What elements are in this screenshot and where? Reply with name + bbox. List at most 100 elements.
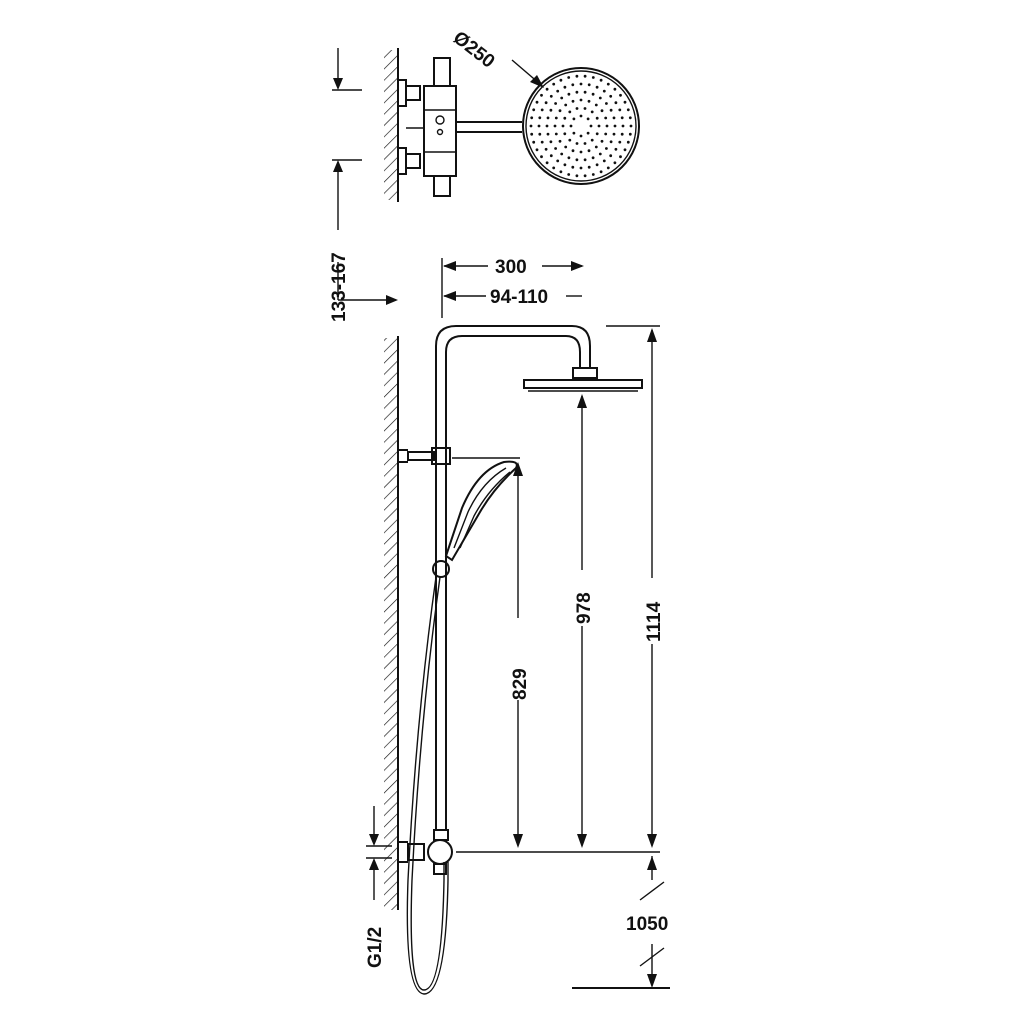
slider-holder [432,560,450,578]
nozzle-dot [587,83,591,87]
nozzle-dot [618,140,622,144]
nozzle-dot [546,132,550,136]
arm-projection-dimension: 300 [441,257,584,318]
nozzle-dot [613,87,617,91]
side-view [384,325,643,995]
nozzle-dot [567,92,571,96]
nozzle-dot [535,100,539,104]
nozzle-dot [549,154,553,158]
holder-height-label: 829 [510,668,531,700]
nozzle-dot [568,138,572,142]
nozzle-dot [595,163,599,167]
nozzle-dot [594,103,598,107]
nozzle-dot [583,74,587,78]
nozzle-dot [604,116,608,120]
nozzle-dot [575,142,579,145]
nozzle-dot [629,124,633,128]
nozzle-dot [545,87,549,91]
nozzle-dot [586,117,590,121]
nozzle-dot [530,116,534,120]
bar-offset-dimension: 94-110 [443,287,582,308]
nozzle-dot [567,76,571,79]
nozzle-dot [619,93,622,97]
nozzle-dot [614,147,618,151]
nozzle-dot [620,132,624,136]
nozzle-dot [604,132,608,136]
nozzle-dot [544,101,548,105]
nozzle-dot [599,170,603,174]
nozzle-dot [579,98,583,102]
nozzle-dot [564,103,568,107]
nozzle-dot [628,116,632,120]
nozzle-dot [606,166,610,170]
nozzle-dot [572,117,576,121]
nozzle-dot [545,124,549,128]
wall-depth-label: 133-167 [329,252,350,322]
nozzle-dot [552,166,556,170]
nozzle-dot [609,154,613,158]
top-wall-hatch [384,50,398,200]
nozzle-dot [563,116,567,120]
nozzle-dot [579,150,583,154]
bar-offset-label: 94-110 [490,287,548,308]
nozzle-dot [540,140,544,144]
hand-shower [444,460,518,562]
nozzle-dot [579,82,583,86]
nozzle-dot [595,132,599,136]
nozzle-dot [549,108,553,112]
nozzle-dot [583,142,587,145]
shower-hose [410,576,445,991]
nozzle-dot [571,99,575,103]
nozzle-dot [545,161,549,165]
nozzle-dot [606,82,610,86]
nozzle-dot [587,149,591,153]
nozzle-dot [540,93,543,97]
nozzle-dot [618,108,622,112]
nozzle-dot [549,140,553,144]
nozzle-dot [572,131,576,135]
nozzle-dot [597,124,601,128]
nozzle-dot [544,147,548,151]
nozzle-dot [605,147,608,150]
top-shower-arm [456,121,522,133]
thermostat-valve-top-view [423,57,457,197]
thread-label: G1/2 [365,927,386,968]
nozzle-dot [556,159,560,163]
nozzle-dot [571,83,575,87]
nozzle-dot [558,139,562,143]
nozzle-dot [529,124,533,128]
head-diameter-label: Ø250 [449,27,499,72]
total-height-dimension: 1114 [606,325,665,848]
nozzle-dot [556,89,560,93]
nozzle-dot [530,132,534,136]
nozzle-dot [564,145,568,149]
nozzle-dot [571,165,575,169]
nozzle-dot [583,90,587,94]
nozzle-dot [621,124,625,128]
nozzle-dot [609,94,613,98]
nozzle-dot [554,132,558,136]
nozzle-dot [605,102,608,105]
nozzle-dot [575,74,579,78]
nozzle-dot [587,99,591,103]
nozzle-dot [538,116,542,120]
nozzle-dot [575,174,579,178]
nozzle-dot [563,163,567,167]
nozzle-dot [598,152,602,156]
nozzle-dot [559,78,563,82]
nozzle-dot [575,90,579,94]
nozzle-dot [623,100,627,104]
shower-riser [435,325,591,830]
nozzle-dot [563,132,567,136]
floor-height-label: 1050 [626,914,668,935]
nozzle-dot [552,82,556,86]
nozzle-dot [623,148,627,152]
valve-marking-icon [435,115,445,125]
nozzle-dot [600,109,604,113]
nozzle-dot [613,161,617,165]
nozzle-dot [579,166,583,170]
nozzle-dot [609,108,613,112]
head-shower-side-view [523,379,643,392]
nozzle-dot [589,124,593,128]
head-height-dimension: 978 [574,394,595,848]
